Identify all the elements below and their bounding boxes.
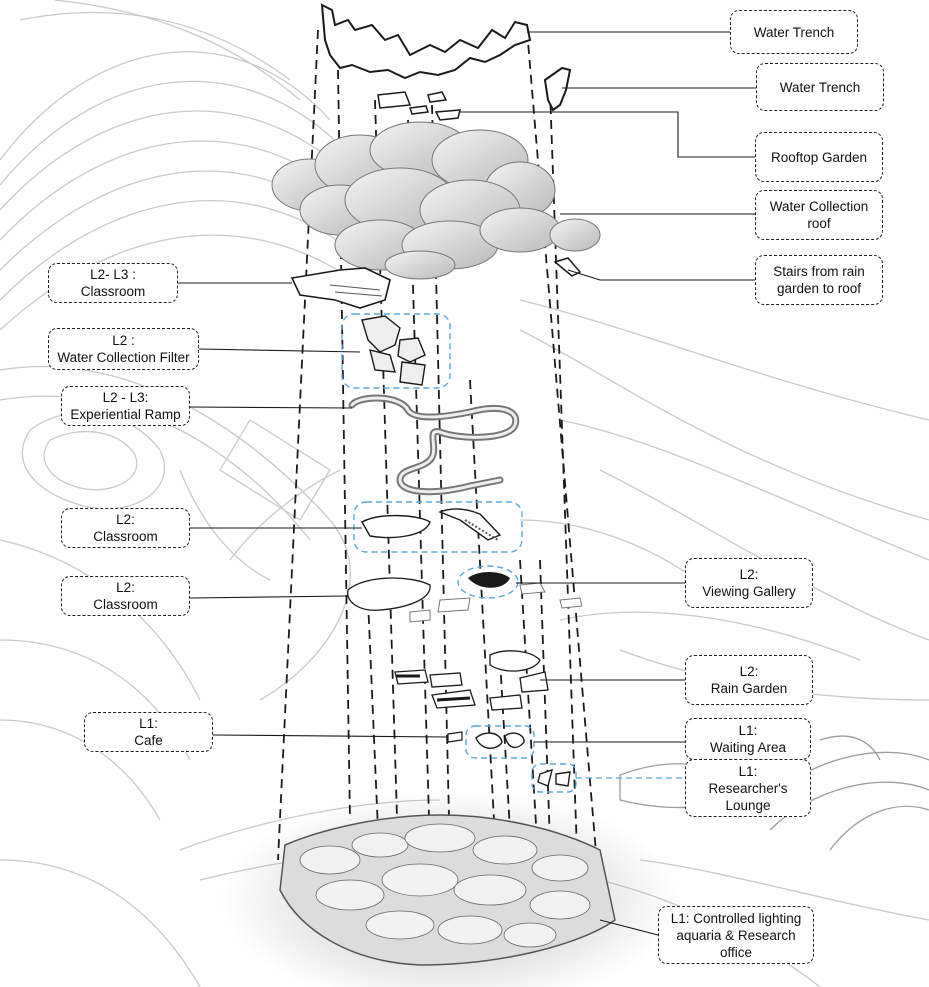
lounge-highlight — [531, 763, 577, 793]
label-line: Experiential Ramp — [70, 407, 181, 422]
label-l1-controlled-lighting: L1: Controlled lighting aquaria & Resear… — [658, 906, 814, 964]
label-line: L2- L3 : — [90, 267, 136, 282]
label-line: L1: — [139, 716, 158, 731]
l2-classroom-a-piece — [361, 508, 502, 541]
label-line: Water Collection — [769, 199, 869, 214]
label-line: L2: — [739, 664, 759, 679]
label-line: Water Trench — [753, 24, 835, 40]
label-l2-classroom-a: L2: Classroom — [61, 508, 190, 548]
label-line: office — [719, 944, 753, 960]
label-l2-classroom-b: L2: Classroom — [61, 576, 190, 616]
label-l2-rain-garden: L2: Rain Garden — [685, 655, 813, 705]
label-line: L2: — [116, 512, 135, 527]
label-line: Cafe — [134, 733, 163, 748]
label-line: Rooftop Garden — [770, 149, 868, 165]
l1-base-texture — [299, 823, 591, 948]
label-l2-l3-classroom: L2- L3 : Classroom — [48, 263, 178, 303]
label-l1-researchers-lounge: L1: Researcher's Lounge — [685, 759, 811, 817]
label-line: Classroom — [80, 284, 146, 299]
label-l2-water-collection-filter: L2 : Water Collection Filter — [48, 328, 199, 370]
label-l1-waiting-area: L1: Waiting Area — [685, 718, 811, 760]
l2-l3-classroom-piece — [290, 267, 391, 309]
label-line: L2: — [739, 567, 759, 582]
water-trench-top — [320, 3, 532, 80]
label-line: L1: — [738, 763, 758, 779]
label-l2-viewing-gallery: L2: Viewing Gallery — [685, 558, 813, 608]
label-line: Stairs from rain — [773, 264, 865, 279]
label-line: Waiting Area — [709, 740, 787, 755]
viewing-gallery-highlight — [457, 565, 519, 599]
l1-researchers-lounge-piece — [537, 768, 571, 787]
label-line: aquaria & Research — [676, 927, 796, 943]
rooftop-garden-blobs — [271, 121, 601, 280]
label-line: L2: — [116, 580, 135, 595]
l2-viewing-gallery-piece — [468, 572, 510, 588]
label-line: L2 : — [112, 333, 135, 348]
label-water-collection-roof: Water Collection roof — [755, 190, 883, 240]
water-collection-filter-piece — [361, 315, 426, 386]
label-water-trench-2: Water Trench — [756, 63, 884, 111]
l2-rain-garden-piece — [394, 650, 549, 711]
label-line: Rain Garden — [710, 681, 788, 696]
label-line: L2 - L3: — [102, 390, 149, 405]
stairs-rain-garden-piece — [553, 257, 582, 277]
filter-highlight — [341, 313, 451, 389]
label-stairs-rain-garden: Stairs from rain garden to roof — [755, 255, 883, 305]
classroom-a-highlight — [353, 501, 523, 553]
rooftop-pieces — [377, 91, 461, 121]
label-line: Lounge — [725, 797, 771, 813]
label-line: L1: Controlled lighting — [670, 910, 802, 926]
label-line: Water Collection Filter — [57, 350, 190, 365]
l2-classroom-b-piece — [347, 577, 431, 611]
label-line: Classroom — [93, 529, 158, 544]
label-line: Classroom — [93, 597, 158, 612]
label-line: Viewing Gallery — [702, 584, 796, 599]
label-l1-cafe: L1: Cafe — [84, 712, 213, 752]
label-line: L1: — [738, 723, 758, 738]
leader-lines — [178, 31, 756, 936]
label-line: Researcher's — [708, 780, 788, 796]
l1-cafe-piece — [447, 731, 463, 743]
label-rooftop-garden: Rooftop Garden — [755, 132, 883, 182]
water-trench-side — [543, 66, 572, 112]
label-l2-l3-experiential-ramp: L2 - L3: Experiential Ramp — [61, 386, 190, 426]
label-line: garden to roof — [776, 281, 862, 296]
label-water-trench-1: Water Trench — [730, 10, 858, 54]
label-line: Water Trench — [779, 79, 861, 95]
l1-waiting-area-piece — [475, 732, 525, 749]
label-line: roof — [807, 216, 831, 231]
